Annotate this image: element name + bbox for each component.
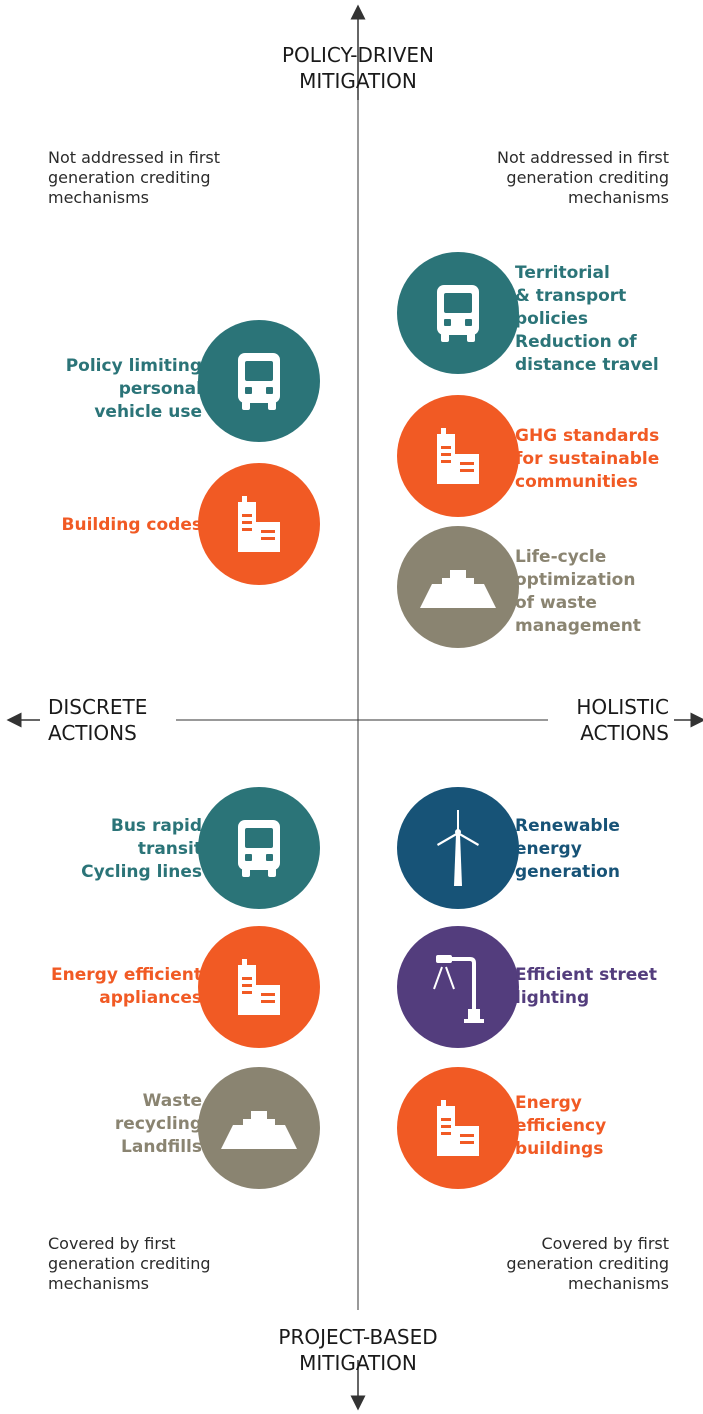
item-label-policy-limiting-vehicle-use: Policy limiting personal vehicle use	[65, 356, 202, 422]
item-circle-bus-rapid-transit	[198, 787, 320, 909]
street-lamp-icon	[433, 955, 484, 1023]
axis-label-bottom: PROJECT-BASED MITIGATION	[278, 1325, 438, 1375]
item-circle-building-codes	[198, 463, 320, 585]
item-label-bus-rapid-transit: Bus rapid transit Cycling lines	[81, 816, 202, 882]
item-circle-policy-limiting-vehicle-use	[198, 320, 320, 442]
item-label-waste-recycling: Waste recycling Landfills	[114, 1091, 202, 1157]
wind-turbine-icon	[437, 810, 479, 886]
bus-icon	[238, 820, 280, 877]
item-label-energy-efficiency-buildings: Energy efficiency buildings	[515, 1093, 607, 1159]
landfill-icon	[420, 570, 496, 608]
landfill-icon	[221, 1111, 297, 1149]
item-circle-ghg-standards	[397, 395, 519, 517]
building-icon	[238, 959, 280, 1015]
building-icon	[437, 428, 479, 484]
axis-label-top: POLICY-DRIVEN MITIGATION	[282, 43, 434, 93]
note-bottom-right: Covered by first generation crediting me…	[506, 1234, 669, 1293]
item-circle-life-cycle-waste	[397, 526, 519, 648]
note-bottom-left: Covered by first generation crediting me…	[48, 1234, 211, 1293]
item-label-renewable-energy: Renewable energy generation	[515, 816, 620, 882]
item-circle-street-lighting	[397, 926, 519, 1048]
item-label-life-cycle-waste: Life-cycle optimization of waste managem…	[515, 547, 641, 636]
item-label-energy-efficient-appliances: Energy efficient appliances	[51, 965, 202, 1008]
bus-icon	[437, 285, 479, 342]
axis-label-right: HOLISTIC ACTIONS	[576, 695, 669, 745]
note-top-right: Not addressed in first generation credit…	[497, 148, 669, 207]
item-circle-energy-efficient-appliances	[198, 926, 320, 1048]
item-circle-territorial-transport-policies	[397, 252, 519, 374]
item-circle-energy-efficiency-buildings	[397, 1067, 519, 1189]
item-circle-renewable-energy	[397, 787, 519, 909]
axis-label-left: DISCRETE ACTIONS	[48, 695, 148, 745]
building-icon	[238, 496, 280, 552]
item-circle-waste-recycling	[198, 1067, 320, 1189]
item-label-ghg-standards: GHG standards for sustainable communitie…	[515, 426, 660, 492]
building-icon	[437, 1100, 479, 1156]
note-top-left: Not addressed in first generation credit…	[48, 148, 220, 207]
item-label-building-codes: Building codes	[61, 515, 202, 535]
item-label-territorial-transport-policies: Territorial & transport policies Reducti…	[515, 263, 659, 375]
item-label-street-lighting: Efficient street lighting	[515, 965, 657, 1008]
bus-icon	[238, 353, 280, 410]
